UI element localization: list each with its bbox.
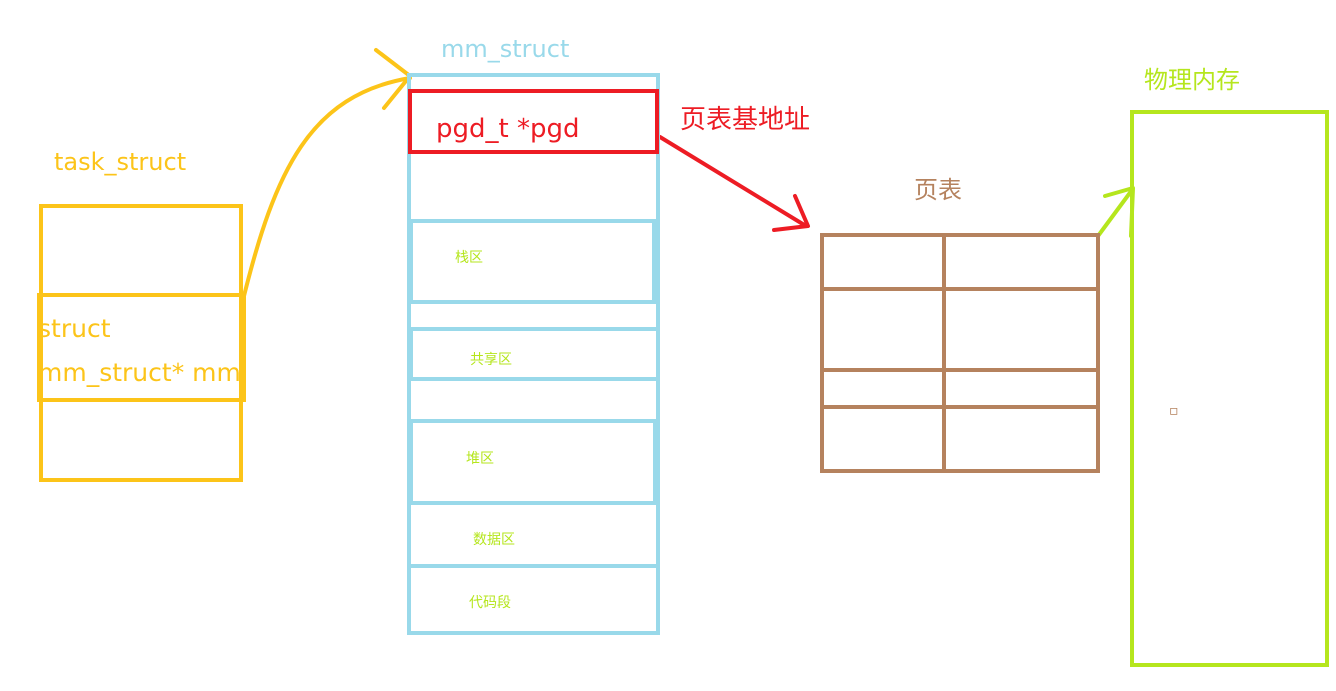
mm-region-stack: [409, 219, 656, 304]
page-table-title: 页表: [914, 176, 962, 204]
region-label-code: 代码段: [469, 595, 511, 611]
region-label-stack: 栈区: [455, 250, 483, 266]
page-table-row-divider-1: [820, 287, 1100, 291]
mm-region-data-divider: [409, 564, 660, 568]
pgd-to-pagetable-arrowhead: [772, 194, 810, 232]
pgd-to-pagetable-arrow: [658, 135, 808, 228]
page-table-box: [820, 233, 1100, 473]
task-struct-mm-field: [37, 293, 246, 402]
page-table-col-divider: [942, 233, 946, 473]
task-struct-field-line2: mm_struct* mm: [38, 358, 241, 387]
task-struct-box: [39, 204, 243, 482]
region-label-heap: 堆区: [466, 451, 494, 467]
region-label-shared: 共享区: [470, 352, 512, 368]
region-label-data: 数据区: [473, 532, 515, 548]
physical-memory-marker: ▫: [1169, 403, 1179, 419]
pgd-field-label: pgd_t *pgd: [436, 114, 580, 144]
pgd-field-box: [408, 89, 659, 154]
physical-memory-title: 物理内存: [1144, 66, 1240, 94]
task-struct-title: task_struct: [54, 148, 187, 176]
pgd-arrow-label: 页表基地址: [680, 105, 811, 135]
pagetable-to-physical-arrow: [1096, 188, 1134, 238]
page-table-row-divider-3: [820, 405, 1100, 409]
physical-memory-box: [1130, 110, 1329, 667]
task-struct-field-line1: struct: [38, 314, 111, 343]
page-table-row-divider-2: [820, 368, 1100, 372]
mm-region-shared: [409, 327, 660, 381]
mm-struct-title: mm_struct: [441, 35, 570, 63]
mm-region-heap: [409, 419, 657, 505]
task-to-mm-arrow: [241, 76, 412, 302]
